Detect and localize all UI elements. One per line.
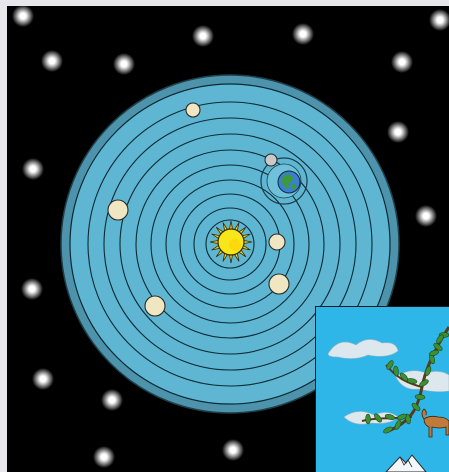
star-icon xyxy=(22,158,44,180)
planet-icon xyxy=(186,103,200,117)
star-icon xyxy=(21,278,43,300)
planet-icon xyxy=(269,274,289,294)
planet-icon xyxy=(108,200,128,220)
thumbnail-art xyxy=(316,307,449,472)
planet-icon xyxy=(145,296,165,316)
star-icon xyxy=(292,23,314,45)
star-icon xyxy=(415,205,437,227)
star-icon xyxy=(387,121,409,143)
star-icon xyxy=(101,389,123,411)
star-icon xyxy=(391,51,413,73)
viewer-frame xyxy=(7,6,449,472)
star-icon xyxy=(113,53,135,75)
star-icon xyxy=(192,25,214,47)
moon-icon xyxy=(265,154,277,166)
star-icon xyxy=(32,368,54,390)
planet-icon xyxy=(269,234,285,250)
star-icon xyxy=(222,439,244,461)
star-icon xyxy=(429,9,449,31)
star-icon xyxy=(12,6,34,27)
star-icon xyxy=(93,446,115,468)
earth-globe-icon xyxy=(278,171,300,193)
star-icon xyxy=(41,50,63,72)
sun-icon xyxy=(210,221,252,263)
landscape-thumbnail[interactable] xyxy=(316,307,449,472)
